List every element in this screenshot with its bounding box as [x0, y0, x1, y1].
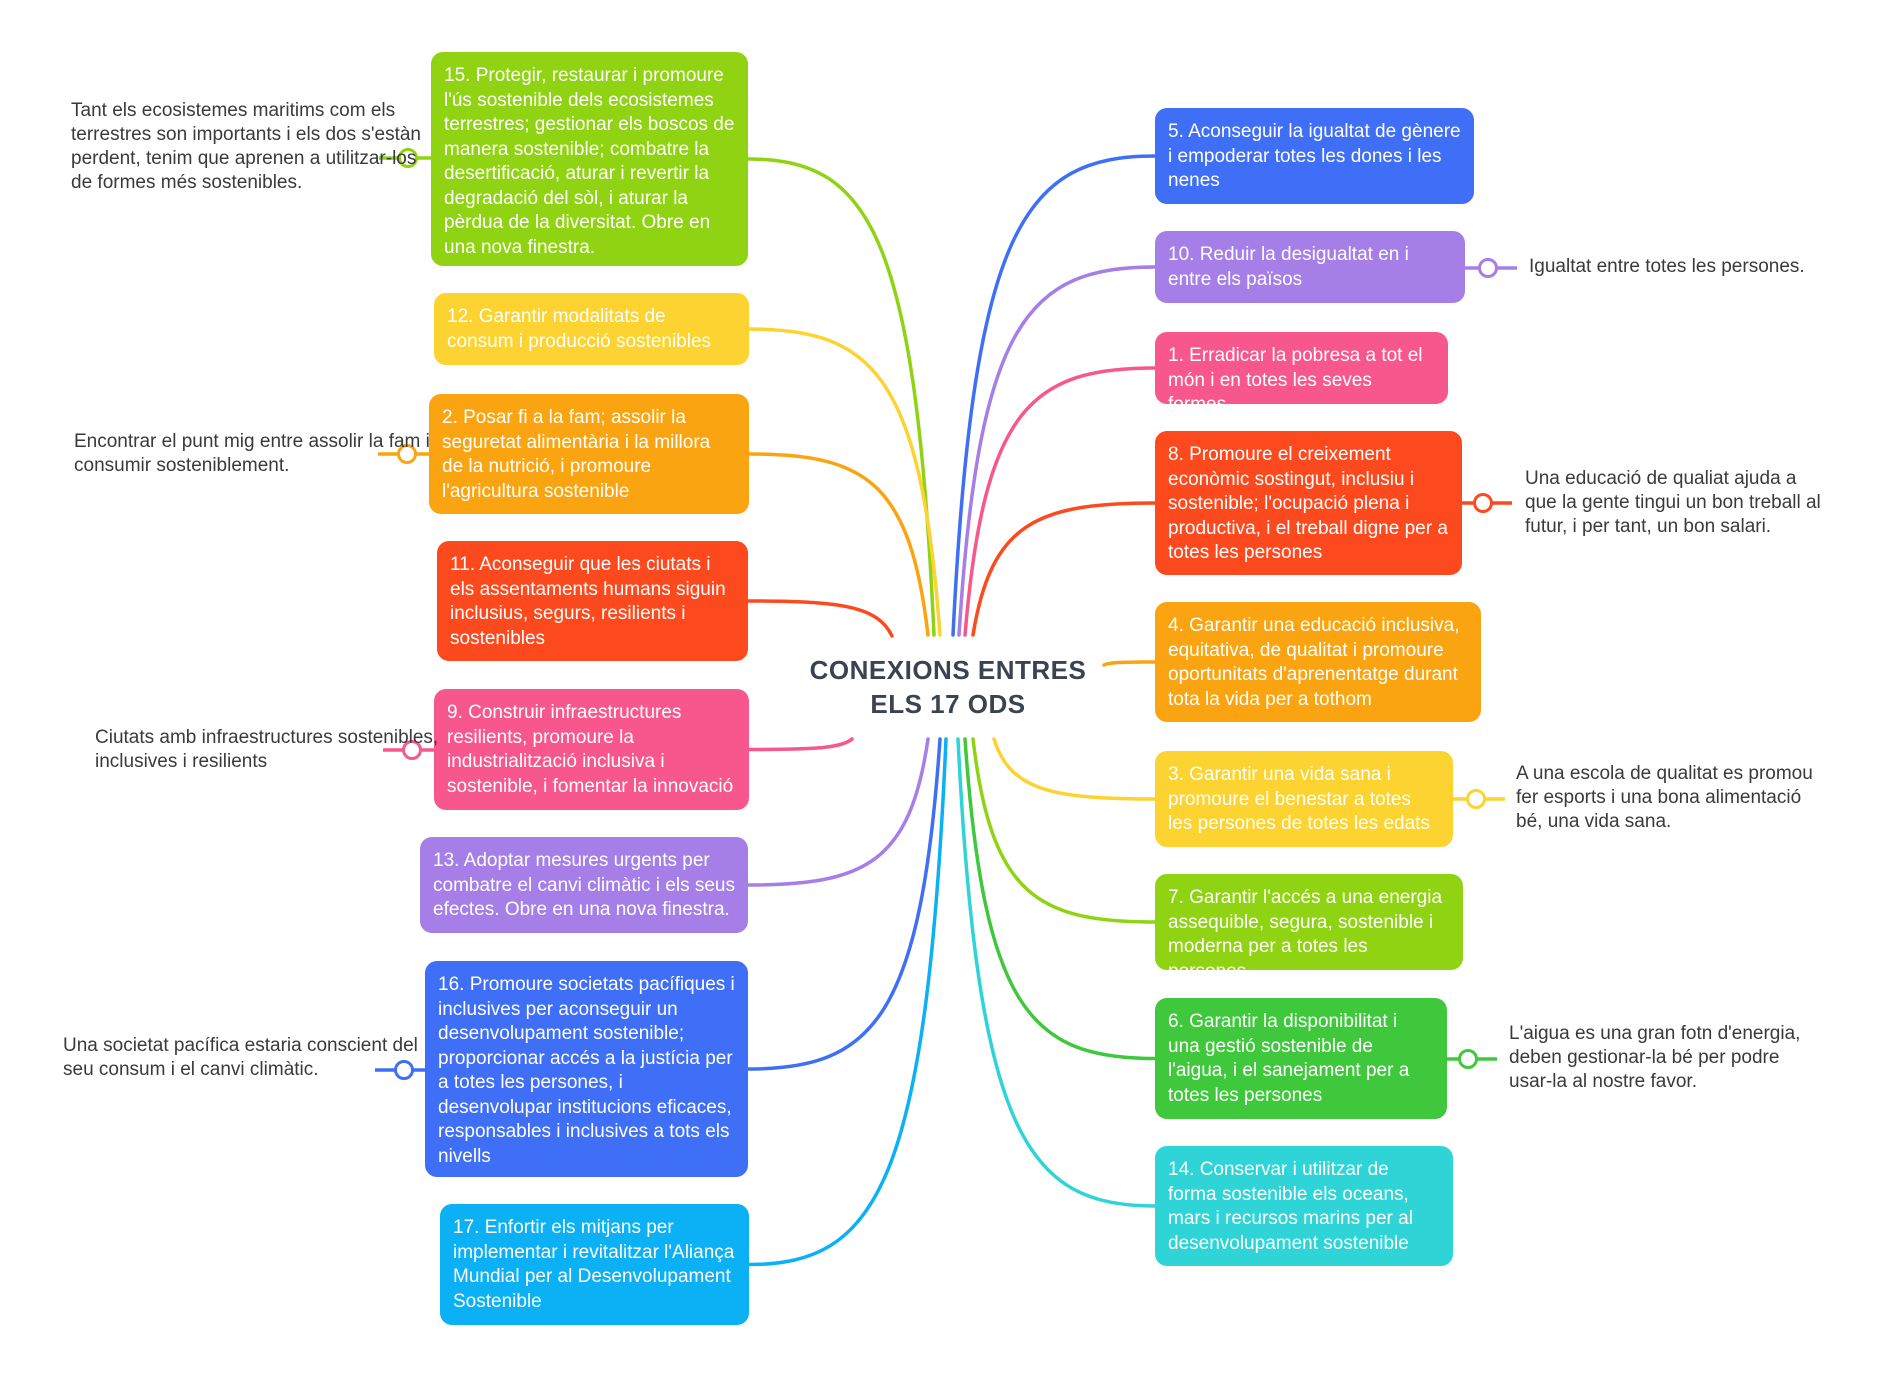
topic-text: 9. Construir infraestructures resilients… [447, 702, 734, 797]
topic-text: 4. Garantir una educació inclusiva, equi… [1168, 615, 1460, 710]
connector-ods-3 [992, 737, 1157, 801]
topic-ods-3[interactable]: 3. Garantir una vida sana i promoure el … [1155, 751, 1453, 847]
connector-ods-8 [971, 501, 1157, 637]
topic-text: 16. Promoure societats pacífiques i incl… [438, 974, 735, 1167]
connector-ods-13 [746, 737, 930, 887]
connector-ods-16 [746, 737, 942, 1071]
note-ods-16[interactable]: Una societat pacífica estaria conscient … [63, 1035, 418, 1080]
collapse-dot-ods-9[interactable] [402, 740, 422, 760]
connector-ods-12 [747, 327, 942, 637]
topic-ods-11[interactable]: 11. Aconseguir que les ciutats i els ass… [437, 541, 748, 661]
topic-ods-15[interactable]: 15. Protegir, restaurar i promoure l'ús … [431, 52, 748, 266]
collapse-dot-ods-10[interactable] [1478, 258, 1498, 278]
topic-text: 1. Erradicar la pobresa a tot el món i e… [1168, 345, 1423, 404]
note-ods-3[interactable]: A una escola de qualitat es promou fer e… [1516, 763, 1813, 832]
note-ods-8[interactable]: Una educació de qualiat ajuda a que la g… [1525, 468, 1821, 537]
topic-ods-4[interactable]: 4. Garantir una educació inclusiva, equi… [1155, 602, 1481, 722]
connector-ods-6 [963, 737, 1157, 1061]
topic-text: 7. Garantir l'accés a una energia assequ… [1168, 887, 1443, 970]
topic-ods-17[interactable]: 17. Enfortir els mitjans per implementar… [440, 1204, 749, 1325]
topic-text: 5. Aconseguir la igualtat de gènere i em… [1168, 121, 1461, 191]
topic-ods-13[interactable]: 13. Adoptar mesures urgents per combatre… [420, 837, 748, 933]
topic-ods-9[interactable]: 9. Construir infraestructures resilients… [434, 689, 749, 810]
topic-text: 12. Garantir modalitats de consum i prod… [447, 306, 712, 352]
topic-ods-10[interactable]: 10. Reduir la desigualtat en i entre els… [1155, 231, 1465, 303]
collapse-dot-ods-8[interactable] [1473, 493, 1493, 513]
connector-ods-9 [747, 737, 854, 752]
topic-text: 14. Conservar i utilitzar de forma soste… [1168, 1159, 1413, 1254]
topic-ods-12[interactable]: 12. Garantir modalitats de consum i prod… [434, 293, 749, 365]
note-ods-9[interactable]: Ciutats amb infraestructures sostenibles… [95, 727, 439, 772]
connector-ods-11 [746, 599, 894, 638]
connector-ods-10 [957, 265, 1157, 637]
collapse-dot-ods-15[interactable] [398, 148, 418, 168]
topic-text: 8. Promoure el creixement econòmic sosti… [1168, 444, 1448, 563]
note-ods-10[interactable]: Igualtat entre totes les persones. [1529, 256, 1805, 277]
connector-ods-1 [963, 366, 1157, 637]
connector-ods-14 [956, 737, 1157, 1208]
collapse-dot-ods-3[interactable] [1466, 789, 1486, 809]
connector-ods-15 [746, 157, 936, 637]
topic-ods-14[interactable]: 14. Conservar i utilitzar de forma soste… [1155, 1146, 1453, 1266]
topic-ods-8[interactable]: 8. Promoure el creixement econòmic sosti… [1155, 431, 1462, 575]
collapse-dot-ods-6[interactable] [1458, 1049, 1478, 1069]
connector-ods-5 [951, 154, 1157, 637]
note-ods-6[interactable]: L'aigua es una gran fotn d'energia, debe… [1509, 1023, 1801, 1092]
topic-text: 6. Garantir la disponibilitat i una gest… [1168, 1011, 1410, 1106]
topic-text: 11. Aconseguir que les ciutats i els ass… [450, 554, 726, 649]
topic-text: 15. Protegir, restaurar i promoure l'ús … [444, 65, 735, 258]
connector-ods-17 [747, 737, 948, 1267]
collapse-dot-ods-2[interactable] [397, 444, 417, 464]
collapse-dot-ods-16[interactable] [394, 1060, 414, 1080]
topic-text: 17. Enfortir els mitjans per implementar… [453, 1217, 735, 1312]
topic-text: 2. Posar fi a la fam; assolir la seguret… [442, 407, 711, 502]
topic-text: 13. Adoptar mesures urgents per combatre… [433, 850, 735, 920]
connector-ods-2 [747, 452, 930, 637]
note-ods-15[interactable]: Tant els ecosistemes maritims com els te… [71, 100, 421, 193]
topic-ods-16[interactable]: 16. Promoure societats pacífiques i incl… [425, 961, 748, 1177]
topic-text: 10. Reduir la desigualtat en i entre els… [1168, 244, 1409, 290]
topic-ods-5[interactable]: 5. Aconseguir la igualtat de gènere i em… [1155, 108, 1474, 204]
connector-ods-7 [971, 737, 1157, 924]
note-ods-2[interactable]: Encontrar el punt mig entre assolir la f… [74, 431, 430, 476]
connector-ods-4 [1102, 660, 1157, 667]
topic-text: 3. Garantir una vida sana i promoure el … [1168, 764, 1430, 834]
topic-ods-6[interactable]: 6. Garantir la disponibilitat i una gest… [1155, 998, 1447, 1119]
topic-ods-2[interactable]: 2. Posar fi a la fam; assolir la seguret… [429, 394, 749, 514]
topic-ods-1[interactable]: 1. Erradicar la pobresa a tot el món i e… [1155, 332, 1448, 404]
topic-ods-7[interactable]: 7. Garantir l'accés a una energia assequ… [1155, 874, 1463, 970]
